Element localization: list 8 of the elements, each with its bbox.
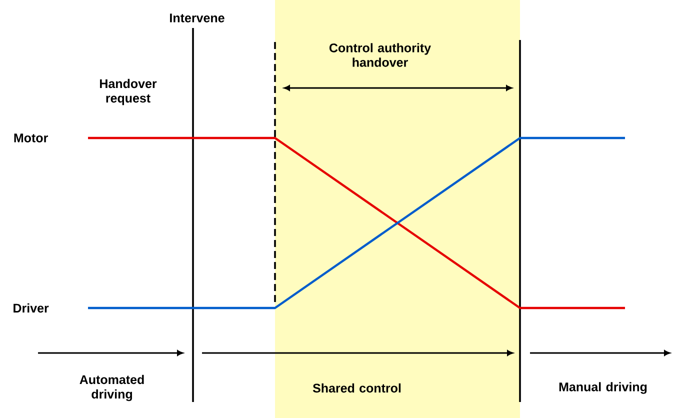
label-text: Automated driving [80, 374, 144, 402]
label-text: Control authority handover [329, 43, 431, 67]
label-text: Manual driving [559, 382, 647, 394]
label-text: Shared control [312, 383, 401, 393]
label-text: Intervene [170, 14, 224, 22]
label-text: Driver [14, 303, 49, 313]
label-text: Motor [14, 134, 48, 142]
label-text: Handover request [100, 78, 157, 106]
